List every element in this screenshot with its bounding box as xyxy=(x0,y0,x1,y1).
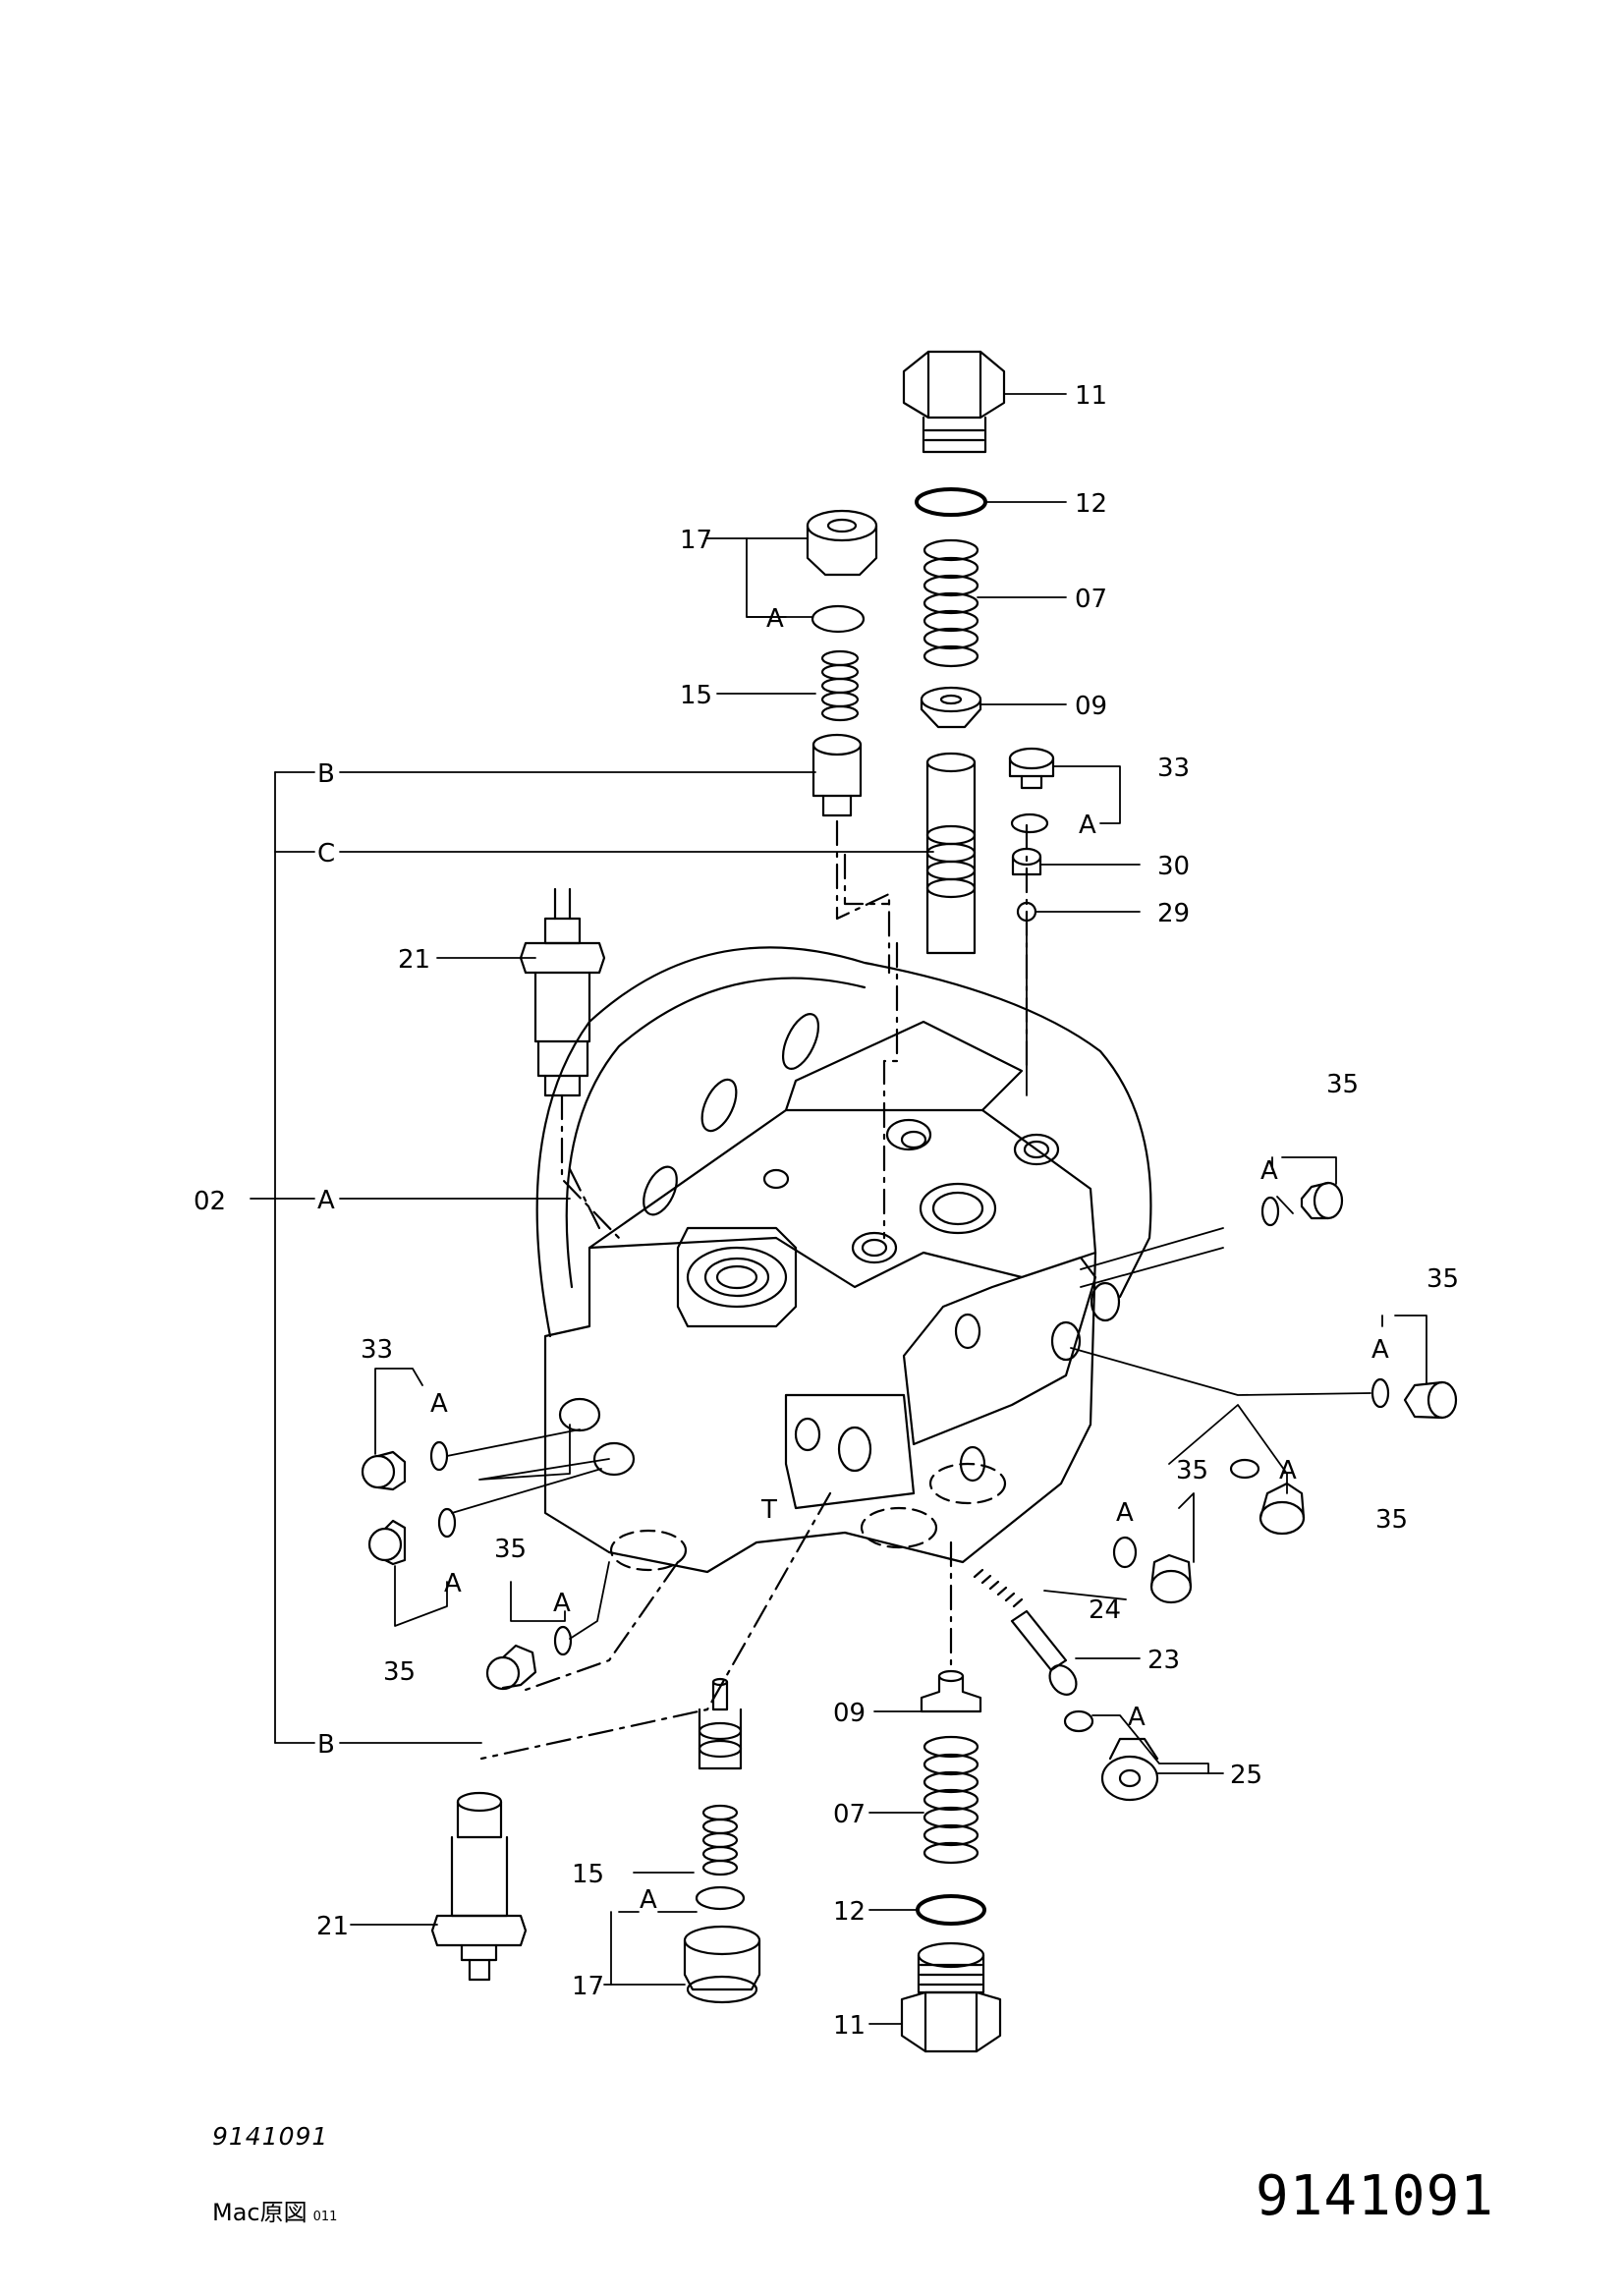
poppet-bottom xyxy=(698,1677,743,1770)
ref-A-35-left-2: A xyxy=(553,1589,571,1618)
reference-letters: B C A B A A A A A A A A A A A T xyxy=(317,604,1389,1915)
o-ring-17-top xyxy=(811,604,866,634)
ref-A-35-right-1: A xyxy=(1260,1156,1278,1186)
callout-11-top: 11 xyxy=(1075,381,1107,411)
leader-lines xyxy=(250,393,1427,2025)
o-ring-12-bottom xyxy=(916,1894,986,1926)
ref-A-35-left-1: A xyxy=(444,1569,462,1598)
o-ring-35-right-2 xyxy=(1370,1377,1390,1409)
callout-35-left-2: 35 xyxy=(494,1535,527,1564)
callout-21-top: 21 xyxy=(398,945,430,975)
ref-A-33-left: A xyxy=(430,1389,448,1419)
motor-housing xyxy=(479,823,1152,1761)
ref-T: T xyxy=(760,1495,777,1525)
plug-30 xyxy=(1011,847,1042,876)
ref-A-17-bottom: A xyxy=(640,1885,657,1915)
o-ring-35-right-3 xyxy=(1229,1458,1260,1480)
poppet-top xyxy=(811,733,891,975)
callout-02: 02 xyxy=(194,1187,226,1216)
o-ring-33-top xyxy=(1010,812,1049,834)
mac-label-text: Mac原図 xyxy=(212,2199,308,2226)
plug-11-top xyxy=(902,350,1006,454)
callout-21-bottom: 21 xyxy=(316,1912,349,1941)
callout-labels: 11 12 07 09 17 15 33 30 29 21 35 35 02 3… xyxy=(194,381,1459,2041)
callout-12-top: 12 xyxy=(1075,489,1107,519)
callout-09-bottom: 09 xyxy=(833,1699,866,1728)
ref-A-35-right-3: A xyxy=(1279,1456,1297,1485)
callout-35-right-1: 35 xyxy=(1326,1070,1359,1099)
seat-09-top xyxy=(920,686,982,729)
ref-B-bottom: B xyxy=(317,1730,335,1760)
ref-C: C xyxy=(317,839,335,868)
spool-top xyxy=(925,752,977,955)
plug-35-right-1 xyxy=(1300,1181,1344,1220)
callout-11-bottom: 11 xyxy=(833,2011,866,2041)
o-ring-35-right-1 xyxy=(1260,1196,1280,1227)
o-ring-35-left-2 xyxy=(553,1625,573,1656)
plug-35-left-2 xyxy=(485,1644,537,1691)
callout-35-right-2: 35 xyxy=(1426,1264,1459,1294)
spring-15-top xyxy=(820,649,860,722)
callout-17-bottom: 17 xyxy=(572,1972,604,2001)
spring-24 xyxy=(973,1568,1024,1608)
callout-35-right-4: 35 xyxy=(1375,1505,1408,1535)
plunger-23 xyxy=(1010,1609,1078,1696)
callout-33-top: 33 xyxy=(1157,754,1190,783)
plug-17-bottom xyxy=(683,1925,761,2004)
spring-15-bottom xyxy=(701,1804,739,1876)
plug-35-right-4 xyxy=(1149,1553,1193,1604)
callout-23: 23 xyxy=(1147,1646,1180,1675)
callout-35-right-3: 35 xyxy=(1176,1456,1208,1485)
plug-35-left-1 xyxy=(367,1519,407,1566)
plug-33-top xyxy=(1008,747,1055,790)
o-ring-35-right-4 xyxy=(1112,1536,1138,1569)
plug-35-right-3 xyxy=(1258,1482,1306,1536)
callout-07-top: 07 xyxy=(1075,585,1107,614)
plug-17-top xyxy=(806,509,878,577)
o-ring-35-left-1 xyxy=(437,1507,457,1539)
seat-09-bottom xyxy=(920,1540,982,1713)
plug-35-right-2 xyxy=(1403,1380,1458,1420)
ref-A-17-top: A xyxy=(766,604,784,634)
callout-17-top: 17 xyxy=(680,526,712,555)
plug-25 xyxy=(1100,1737,1159,1802)
mac-origin-label: Mac原図 011 xyxy=(212,2193,337,2227)
drawing-number-large: 9141091 xyxy=(1256,2164,1495,2228)
spring-07-bottom xyxy=(923,1735,979,1865)
ref-A-25: A xyxy=(1128,1703,1146,1732)
o-ring-25 xyxy=(1063,1709,1094,1733)
mac-label-suffix: 011 xyxy=(312,2210,338,2224)
ref-A-02: A xyxy=(317,1186,335,1215)
callout-29: 29 xyxy=(1157,899,1190,928)
callout-33-left: 33 xyxy=(361,1335,393,1365)
plug-11-bottom xyxy=(900,1941,1002,2053)
spring-07-top xyxy=(923,538,979,668)
callout-15-top: 15 xyxy=(680,681,712,710)
relief-valve-21-top xyxy=(519,887,621,1240)
callout-25: 25 xyxy=(1230,1761,1262,1790)
callout-07-bottom: 07 xyxy=(833,1800,866,1829)
callout-09-top: 09 xyxy=(1075,692,1107,721)
plug-33-left xyxy=(361,1450,407,1491)
o-ring-12-top xyxy=(915,487,987,517)
callout-24: 24 xyxy=(1089,1596,1121,1625)
callout-12-bottom: 12 xyxy=(833,1897,866,1927)
callout-30: 30 xyxy=(1157,852,1190,881)
ref-B-top: B xyxy=(317,759,335,789)
relief-valve-21-bottom xyxy=(430,1791,528,1982)
o-ring-17-bottom xyxy=(695,1885,746,1911)
ref-A-35-right-2: A xyxy=(1371,1335,1389,1365)
ref-A-33-top: A xyxy=(1079,811,1096,840)
o-ring-33-left xyxy=(429,1440,449,1472)
callout-15-bottom: 15 xyxy=(572,1860,604,1889)
drawing-number-small: 9141091 xyxy=(212,2122,329,2151)
ref-A-35-right-4: A xyxy=(1116,1498,1134,1528)
callout-35-left-1: 35 xyxy=(383,1657,416,1687)
